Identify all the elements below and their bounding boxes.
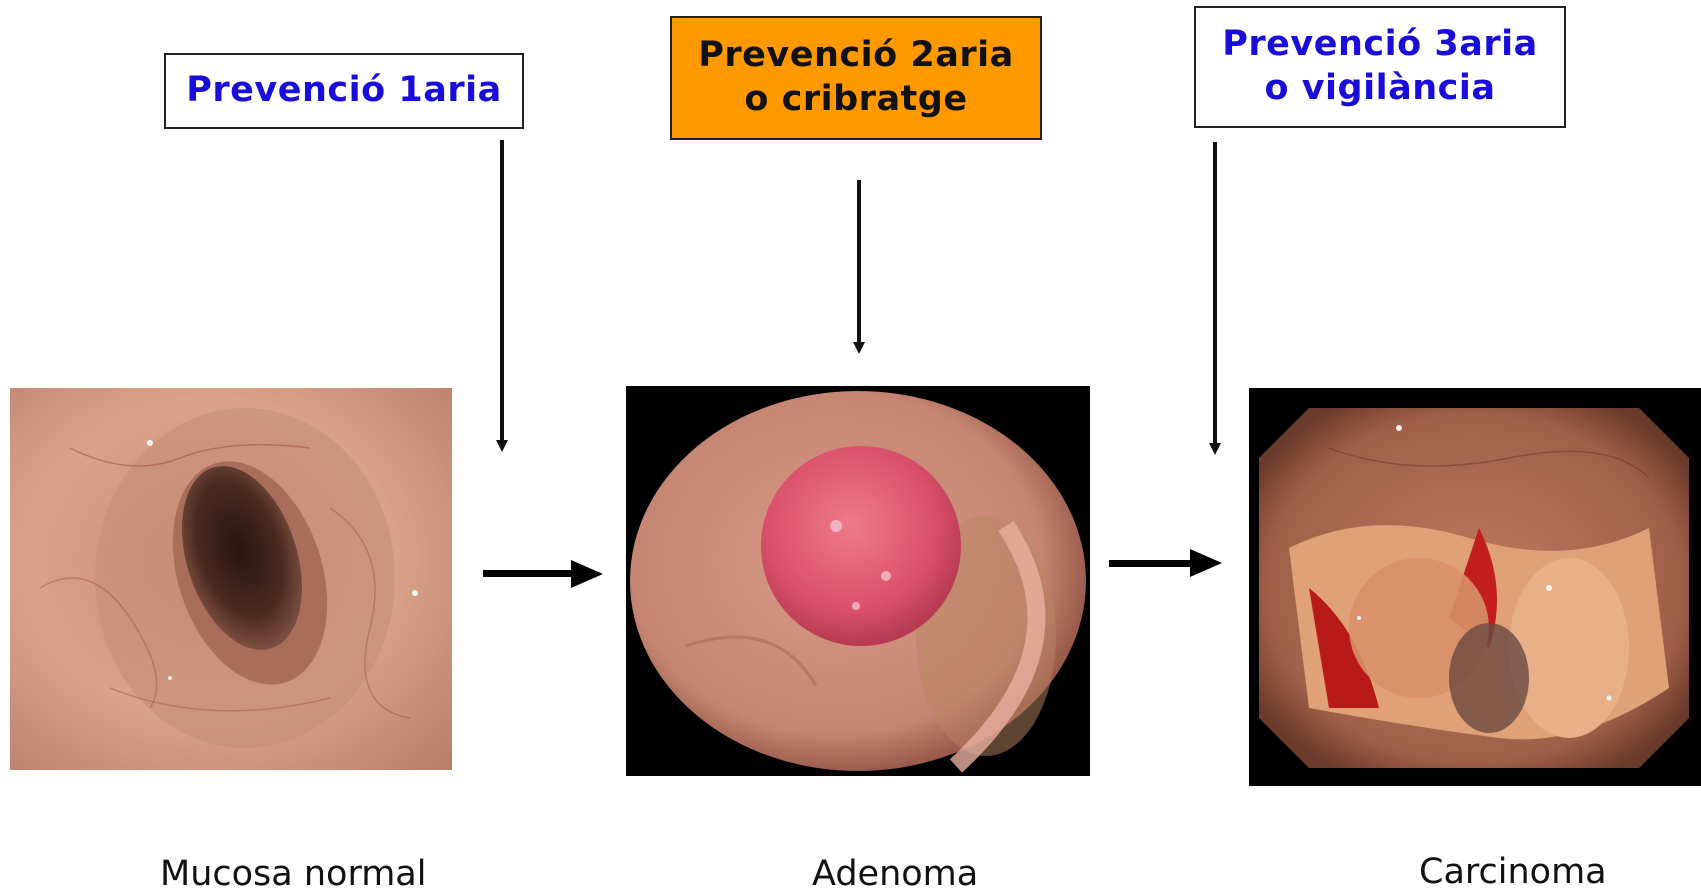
adenoma-image — [626, 386, 1090, 776]
stage-label-adenoma: Adenoma — [812, 854, 978, 894]
secondary-arrow-shaft — [857, 180, 861, 343]
stage-label-normal: Mucosa normal — [160, 854, 426, 894]
primary-arrow-head — [496, 440, 508, 452]
primary-prevention-box: Prevenció 1aria — [164, 53, 524, 129]
tertiary-arrow-head — [1209, 443, 1221, 455]
progression-arrow-1-head — [571, 560, 603, 588]
primary-arrow-shaft — [500, 140, 504, 442]
secondary-prevention-label-line2: o cribratge — [744, 78, 967, 122]
secondary-prevention-label-line1: Prevenció 2aria — [698, 34, 1013, 78]
stage-label-carcinoma: Carcinoma — [1419, 852, 1607, 892]
tertiary-prevention-box: Prevenció 3aria o vigilància — [1194, 6, 1566, 128]
carcinoma-image — [1249, 388, 1701, 786]
tertiary-prevention-label-line2: o vigilància — [1265, 67, 1496, 111]
primary-prevention-label: Prevenció 1aria — [186, 69, 501, 113]
tertiary-prevention-label-line1: Prevenció 3aria — [1222, 23, 1537, 67]
progression-arrow-2-head — [1190, 549, 1222, 577]
progression-arrow-2-shaft — [1109, 560, 1193, 567]
progression-arrow-1-shaft — [483, 570, 573, 577]
secondary-arrow-head — [853, 342, 865, 354]
tertiary-arrow-shaft — [1213, 142, 1217, 444]
normal-mucosa-image — [10, 388, 452, 770]
secondary-prevention-box: Prevenció 2aria o cribratge — [670, 16, 1042, 140]
